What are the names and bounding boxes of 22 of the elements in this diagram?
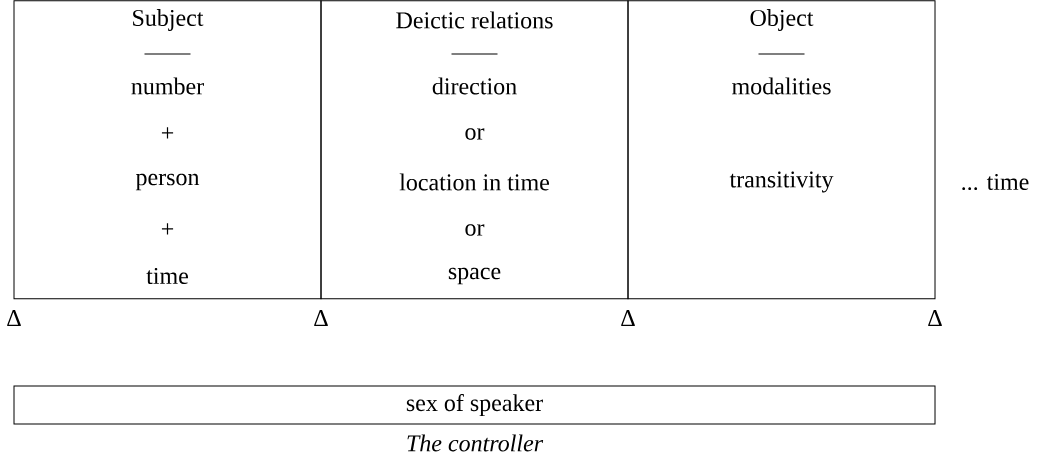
column-text: time bbox=[146, 267, 188, 285]
column-text: or bbox=[465, 224, 485, 236]
column-text: number bbox=[131, 77, 204, 95]
column-text: + bbox=[161, 127, 174, 139]
column-text: or bbox=[465, 128, 485, 140]
delta-mark: Δ bbox=[7, 310, 21, 326]
axis-label: ... time bbox=[962, 173, 1029, 191]
delta-mark: Δ bbox=[314, 310, 328, 326]
node-label: The controller bbox=[407, 434, 544, 452]
delta-mark: Δ bbox=[928, 310, 942, 326]
delta-mark: Δ bbox=[621, 310, 635, 326]
column-text: transitivity bbox=[729, 171, 834, 193]
controller-bar: sex of speaker bbox=[13, 385, 936, 425]
column-text: person bbox=[135, 173, 200, 191]
column-text: direction bbox=[432, 77, 517, 95]
column-heading: Object bbox=[750, 9, 814, 31]
column-text: modalities bbox=[732, 77, 831, 95]
column-text: location in time bbox=[399, 173, 549, 191]
column-text: space bbox=[448, 267, 501, 285]
column-text: + bbox=[161, 223, 174, 235]
column-heading: Subject bbox=[133, 9, 204, 31]
column-heading: Deictic relations bbox=[396, 11, 553, 29]
